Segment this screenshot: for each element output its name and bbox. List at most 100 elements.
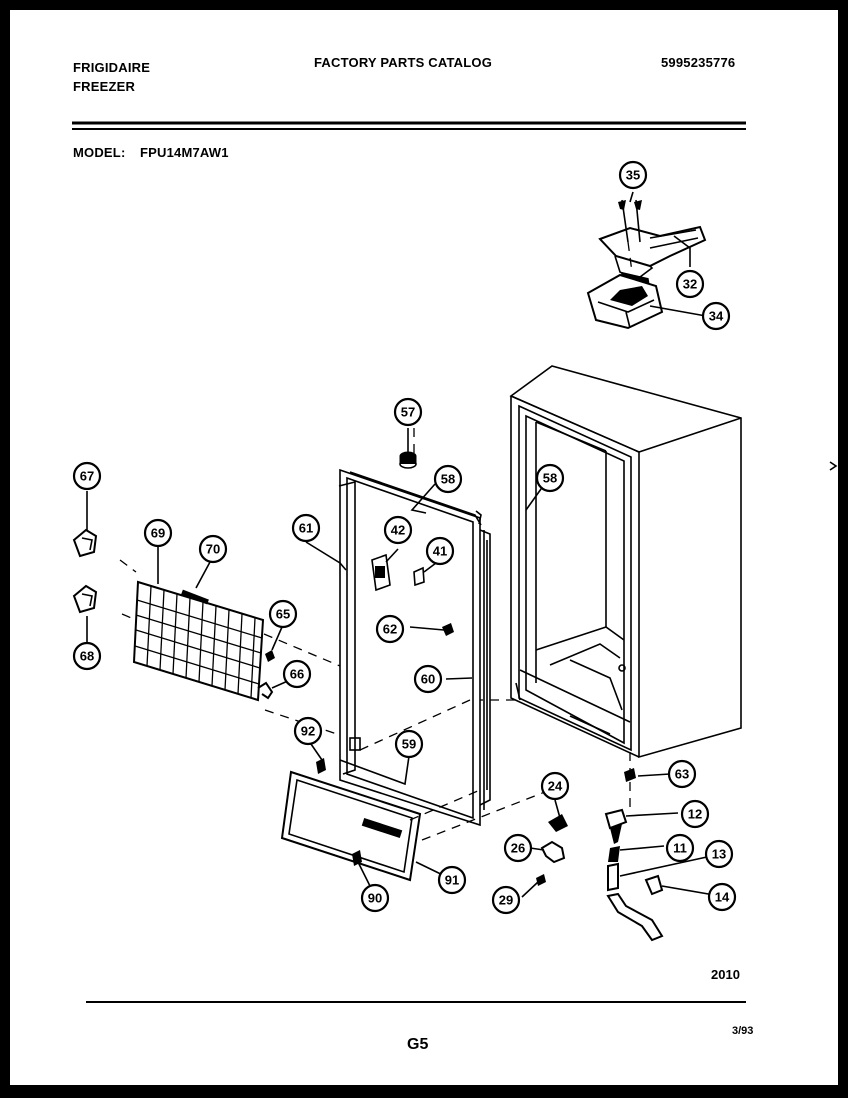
callout-59: 59 [394,729,424,759]
callout-circle [707,882,737,912]
callout-circle [360,883,390,913]
alignment-lines [119,241,633,841]
exploded-parts-diagram: 35 32 34 57 58 58 67 69 70 61 42 41 65 62 68 66 60 92 59 63… [72,121,838,1003]
callout-label: 29 [499,893,513,908]
callout-circle [383,515,413,545]
callout-circle [375,614,405,644]
callout-58: 58 [433,464,463,494]
grille-clip [257,681,274,700]
callout-circle [535,463,565,493]
callout-label: 32 [683,277,697,292]
callout-circle [72,461,102,491]
callout-70: 70 [198,534,228,564]
callout-circle [675,269,705,299]
callout-35: 35 [618,160,648,190]
callout-label: 65 [276,607,290,622]
callout-circle [704,839,734,869]
page-code: G5 [407,1036,429,1053]
callout-label: 24 [548,779,563,794]
product-type: FREEZER [73,79,136,94]
callout-label: 14 [715,890,730,905]
bottom-trim [280,758,422,882]
callout-label: 57 [401,405,415,420]
callout-label: 61 [299,521,313,536]
freezer-cabinet [509,365,742,759]
callout-label: 58 [543,471,557,486]
callout-29: 29 [491,885,521,915]
callout-label: 58 [441,472,455,487]
callout-61: 61 [291,513,321,543]
callout-14: 14 [707,882,737,912]
callout-label: 69 [151,526,165,541]
callout-63: 63 [667,759,697,789]
callout-circle [293,716,323,746]
callout-91: 91 [437,865,467,895]
callout-label: 66 [290,667,304,682]
callout-12: 12 [680,799,710,829]
callout-label: 62 [383,622,397,637]
callout-label: 12 [688,807,702,822]
figure-number: 2010 [711,967,740,982]
callout-92: 92 [293,716,323,746]
callout-label: 35 [626,168,640,183]
callout-label: 11 [673,841,687,856]
catalog-page: FRIGIDAIRE FREEZER FACTORY PARTS CATALOG… [10,10,838,1085]
callout-69: 69 [143,518,173,548]
compressor-assembly [586,199,707,330]
drain-hose-assembly [604,768,664,942]
callout-label: 59 [402,737,416,752]
door-assembly [338,468,491,827]
callout-group: 35 32 34 57 58 58 67 69 70 61 42 41 65 62 68 66 60 92 59 63… [72,160,737,915]
thermostat-control [371,553,425,592]
callout-circle [268,599,298,629]
callout-circle [667,759,697,789]
margin-mark [829,461,838,471]
model-number: FPU14M7AW1 [140,145,229,160]
catalog-number: 5995235776 [661,55,736,70]
callout-circle [540,771,570,801]
callout-circle [143,518,173,548]
callout-67: 67 [72,461,102,491]
callout-circle [291,513,321,543]
callout-circle [701,301,731,331]
door-stop-part [442,623,454,636]
callout-circle [503,833,533,863]
cap-part [399,451,417,469]
callout-circle [433,464,463,494]
callout-11: 11 [665,833,695,863]
callout-65: 65 [268,599,298,629]
catalog-title: FACTORY PARTS CATALOG [314,55,493,70]
callout-41: 41 [425,536,455,566]
callout-57: 57 [393,397,423,427]
callout-34: 34 [701,301,731,331]
callout-circle [282,659,312,689]
callout-circle [425,536,455,566]
callout-label: 90 [368,891,382,906]
callout-label: 41 [433,544,447,559]
kick-plate-grille [72,528,265,702]
callout-label: 67 [80,469,94,484]
callout-26: 26 [503,833,533,863]
callout-circle [393,397,423,427]
callout-90: 90 [360,883,390,913]
callout-label: 91 [445,873,459,888]
callout-circle [72,641,102,671]
callout-label: 92 [301,724,315,739]
drain-components [536,814,568,886]
callout-62: 62 [375,614,405,644]
callout-24: 24 [540,771,570,801]
callout-13: 13 [704,839,734,869]
callout-circle [437,865,467,895]
grille-screw [265,650,275,662]
callout-label: 60 [421,672,435,687]
callout-label: 13 [712,847,726,862]
callout-label: 63 [675,767,689,782]
callout-label: 26 [511,841,525,856]
model-label: MODEL: [73,145,126,160]
callout-68: 68 [72,641,102,671]
callout-42: 42 [383,515,413,545]
callout-32: 32 [675,269,705,299]
brand-name: FRIGIDAIRE [73,60,151,75]
callout-label: 34 [709,309,724,324]
header-rule [72,121,746,130]
